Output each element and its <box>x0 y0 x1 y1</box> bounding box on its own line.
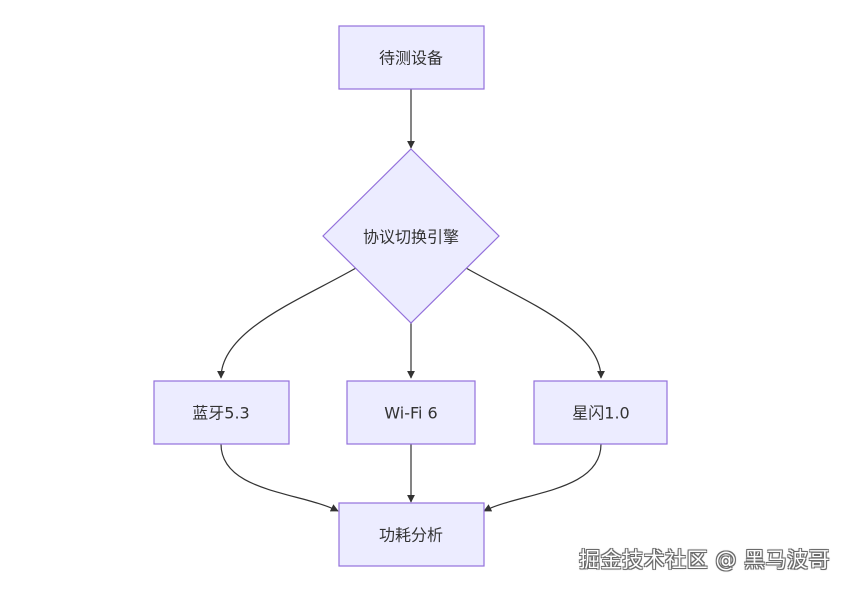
edge-starflash-to-power <box>483 443 602 512</box>
node-wifi-label: Wi-Fi 6 <box>384 404 437 423</box>
node-device: 待测设备 <box>338 25 485 90</box>
edge-engine-to-starflash <box>465 267 605 379</box>
node-starflash: 星闪1.0 <box>533 380 668 445</box>
edge-engine-to-bluetooth <box>217 267 357 379</box>
node-starflash-label: 星闪1.0 <box>572 404 629 423</box>
node-power: 功耗分析 <box>338 502 485 567</box>
node-engine-label: 协议切换引擎 <box>363 228 459 247</box>
node-engine: 协议切换引擎 <box>322 148 500 324</box>
node-bluetooth: 蓝牙5.3 <box>153 380 290 445</box>
node-power-label: 功耗分析 <box>379 526 443 545</box>
edge-bluetooth-to-power <box>220 443 339 512</box>
watermark-text: 掘金技术社区 @ 黑马波哥 <box>579 548 830 572</box>
node-bluetooth-label: 蓝牙5.3 <box>192 404 249 423</box>
node-wifi: Wi-Fi 6 <box>346 380 476 445</box>
node-device-label: 待测设备 <box>379 49 443 68</box>
